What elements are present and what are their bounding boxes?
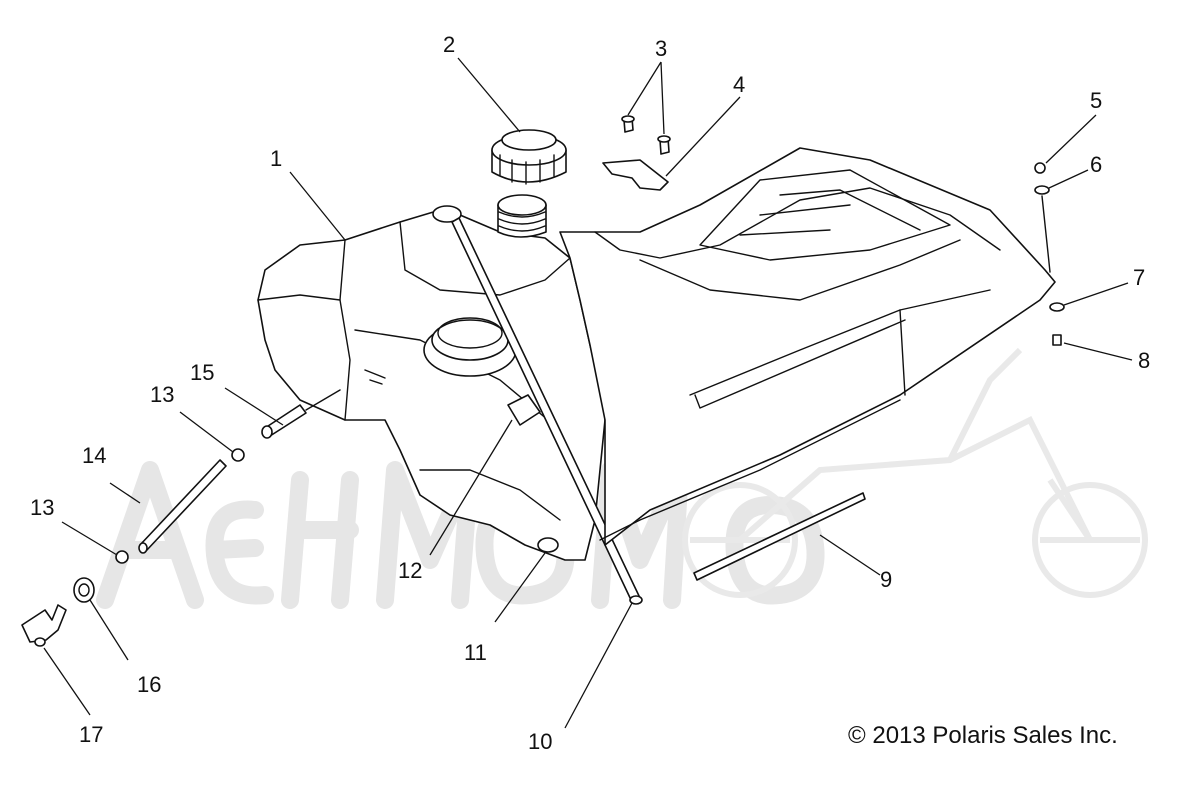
callout-11: 11 bbox=[464, 640, 487, 665]
fuel-tank bbox=[257, 194, 606, 561]
callout-16: 16 bbox=[137, 672, 161, 697]
callout-10: 10 bbox=[528, 729, 552, 754]
callout-9: 9 bbox=[880, 567, 892, 592]
callout-13-lower: 13 bbox=[30, 495, 54, 520]
vent-hose bbox=[451, 217, 643, 605]
callout-3: 3 bbox=[655, 36, 667, 61]
callout-13-upper: 13 bbox=[150, 382, 174, 407]
callout-5: 5 bbox=[1090, 88, 1102, 113]
hardware-right bbox=[1034, 162, 1065, 346]
callout-2: 2 bbox=[443, 32, 455, 57]
callout-8: 8 bbox=[1138, 348, 1150, 373]
bracket bbox=[602, 159, 669, 191]
copyright-notice: © 2013 Polaris Sales Inc. bbox=[848, 722, 1118, 749]
callout-7: 7 bbox=[1133, 265, 1145, 290]
callout-15: 15 bbox=[190, 360, 214, 385]
callout-labels: 1 2 3 4 5 6 7 8 9 10 11 12 13 13 14 15 1… bbox=[30, 32, 1150, 754]
callout-12: 12 bbox=[398, 558, 422, 583]
tank-cover bbox=[559, 147, 1056, 546]
callout-6: 6 bbox=[1090, 152, 1102, 177]
foam-pad bbox=[693, 492, 866, 581]
callout-14: 14 bbox=[82, 443, 106, 468]
bolts bbox=[621, 115, 671, 155]
callout-4: 4 bbox=[733, 72, 745, 97]
leader-lines bbox=[43, 57, 1133, 729]
fuel-line-parts bbox=[21, 389, 341, 647]
callout-17: 17 bbox=[79, 722, 103, 747]
fuel-cap bbox=[491, 129, 567, 185]
callout-1: 1 bbox=[270, 146, 282, 171]
